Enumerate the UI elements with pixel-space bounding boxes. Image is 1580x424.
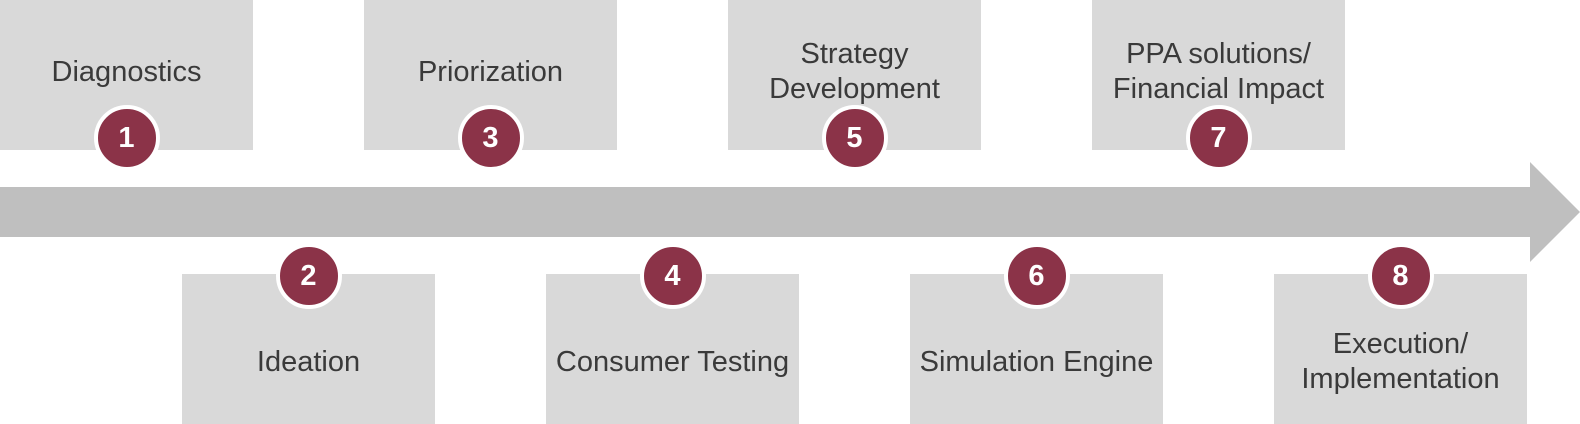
step-label: Strategy Development xyxy=(769,38,940,105)
step-label: Execution/ Implementation xyxy=(1301,328,1500,395)
step-label: Simulation Engine xyxy=(919,345,1154,378)
step-6-badge: 6 xyxy=(1003,243,1070,309)
step-label: Ideation xyxy=(256,345,361,378)
step-3-badge: 3 xyxy=(457,105,524,171)
step-label: Priorization xyxy=(417,55,564,88)
step-label: PPA solutions/ Financial Impact xyxy=(1112,38,1325,105)
step-5-badge: 5 xyxy=(821,105,888,171)
step-1-badge: 1 xyxy=(93,105,160,171)
timeline-arrow-shape xyxy=(0,162,1580,262)
step-label: Consumer Testing xyxy=(555,345,790,378)
step-8-badge: 8 xyxy=(1367,243,1434,309)
step-2-badge: 2 xyxy=(275,243,342,309)
step-7-badge: 7 xyxy=(1185,105,1252,171)
step-4-badge: 4 xyxy=(639,243,706,309)
step-label: Diagnostics xyxy=(51,55,202,88)
step-1-box: Diagnostics xyxy=(0,0,253,150)
